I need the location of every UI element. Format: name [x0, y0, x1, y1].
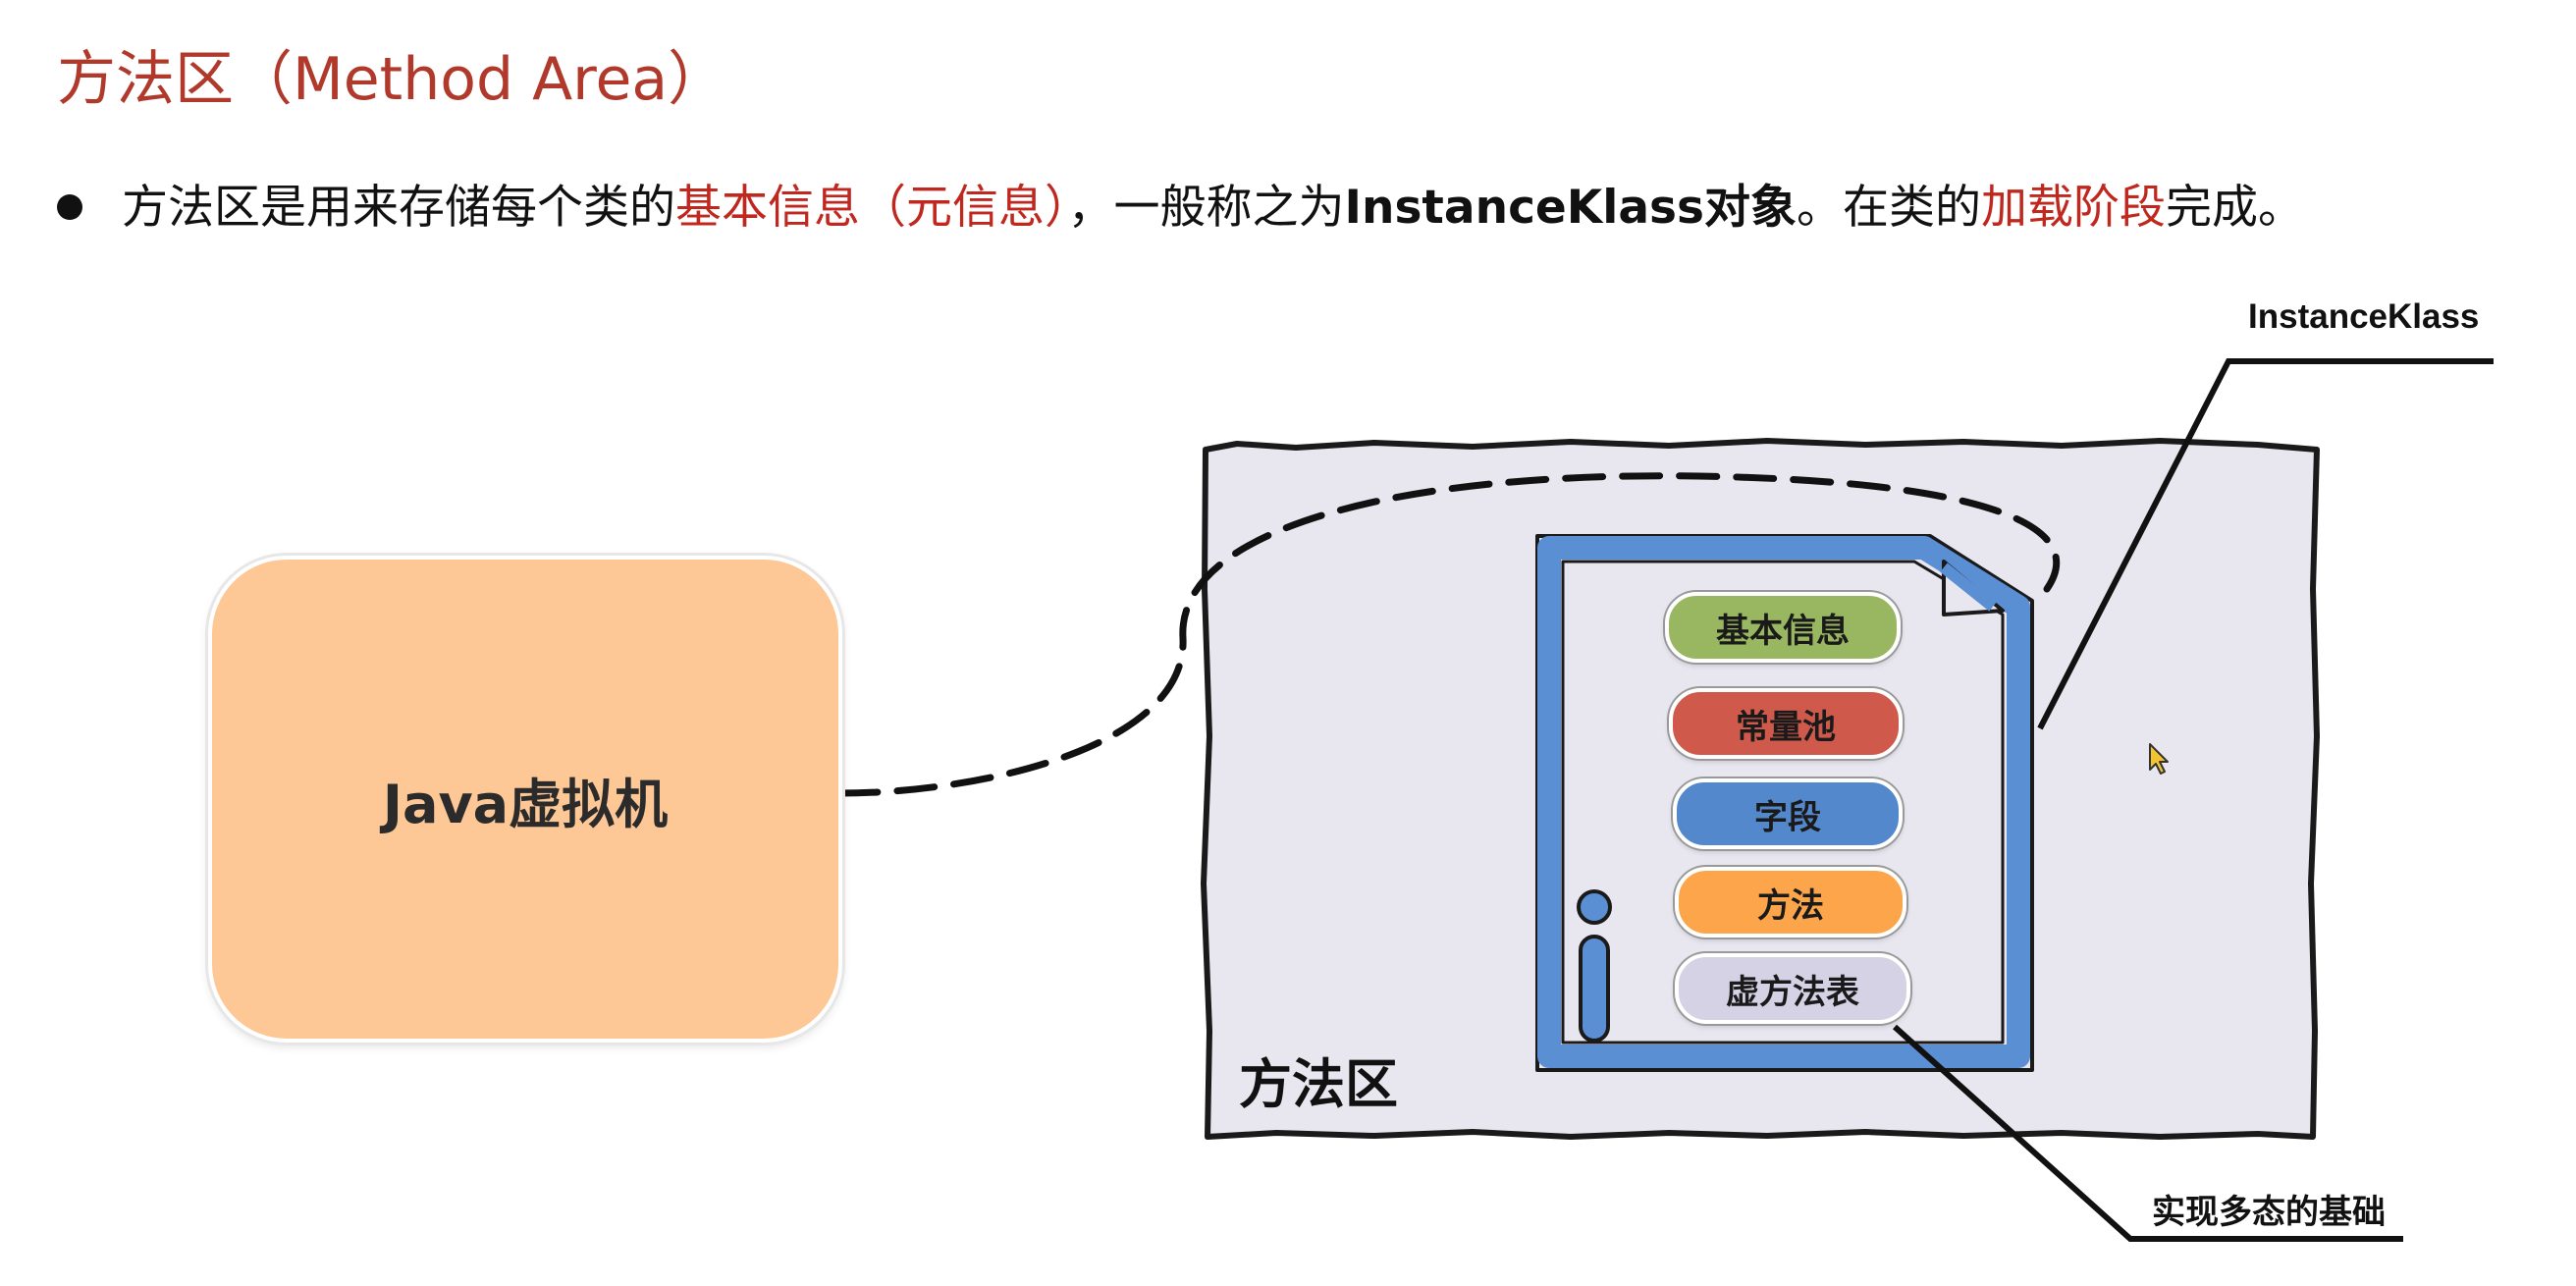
info-icon — [1577, 889, 1612, 1043]
item-vtable: 虚方法表 — [1675, 953, 1910, 1024]
item-constant-pool: 常量池 — [1669, 688, 1903, 759]
vtable-leader-line — [1892, 1024, 2403, 1242]
page-title: 方法区（Method Area） — [57, 45, 727, 114]
bullet-instanceklass: InstanceKlass对象 — [1344, 181, 1798, 235]
dashed-connector — [836, 472, 2061, 797]
jvm-label: Java虚拟机 — [382, 773, 669, 835]
instanceklass-leader-line — [2037, 358, 2494, 730]
method-area-label: 方法区 — [1239, 1053, 1398, 1115]
item-methods: 方法 — [1675, 867, 1906, 938]
bullet-dot-icon — [57, 193, 82, 220]
item-fields: 字段 — [1673, 778, 1903, 849]
item-basic-info: 基本信息 — [1665, 592, 1901, 663]
mouse-cursor-icon — [2149, 743, 2169, 775]
bullet-highlight-loading: 加载阶段 — [1981, 181, 2166, 235]
bullet-part-7: 完成。 — [2166, 181, 2304, 235]
instanceklass-document-border — [1537, 536, 2030, 1068]
bullet-part-5: 。在类的 — [1797, 181, 1981, 235]
bullet-text: 方法区是用来存储每个类的基本信息（元信息），一般称之为InstanceKlass… — [57, 169, 2304, 237]
bullet-part-3: ，一般称之为 — [1067, 181, 1345, 235]
vtable-callout: 实现多态的基础 — [2152, 1193, 2386, 1232]
bullet-part-1: 方法区是用来存储每个类的 — [122, 181, 675, 235]
jvm-box: Java虚拟机 — [208, 556, 842, 1043]
bullet-highlight-metadata: 基本信息（元信息） — [675, 181, 1068, 235]
instanceklass-callout: InstanceKlass — [2248, 297, 2480, 336]
